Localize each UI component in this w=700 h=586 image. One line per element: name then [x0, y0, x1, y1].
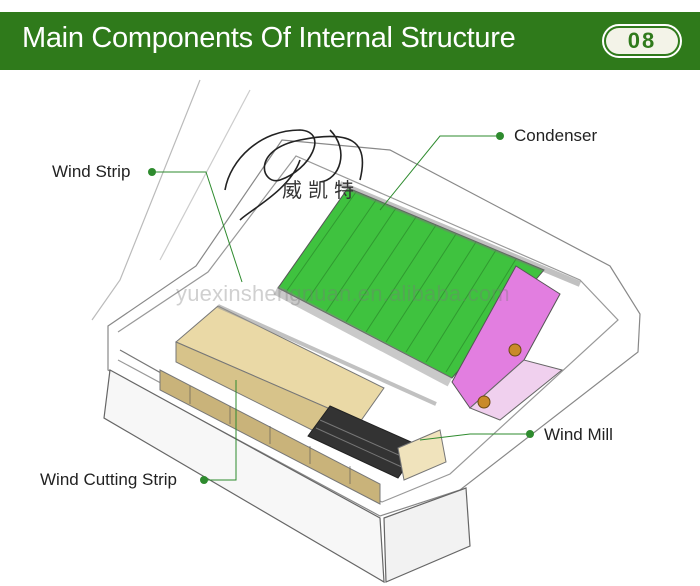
copper-fitting-top [508, 343, 522, 357]
section-number: 08 [606, 28, 678, 54]
wind-mill-fan [307, 405, 447, 481]
housing-outline [91, 79, 641, 584]
label-condenser: Condenser [514, 126, 598, 145]
watermark-text: yuexinshengnuan.en.alibaba.com [176, 281, 510, 306]
top-margin [0, 0, 700, 12]
condenser-coil [273, 181, 582, 387]
label-wind-cutting-strip: Wind Cutting Strip [40, 470, 177, 489]
structure-diagram [91, 79, 641, 584]
copper-fitting-bottom [477, 395, 491, 409]
wind-cutting-strip-grille [159, 369, 381, 505]
label-wind-mill: Wind Mill [544, 425, 613, 444]
page-title: Main Components Of Internal Structure [22, 22, 516, 54]
wind-strip-louver [175, 304, 437, 451]
brand-mark: 威凯特 [282, 178, 360, 202]
callout-lines [152, 135, 530, 481]
signature-scribble [224, 129, 364, 221]
callout-wind-cutting-line [204, 380, 237, 481]
callout-dots [148, 132, 534, 484]
header-bar: Main Components Of Internal Structure 08 [0, 12, 700, 70]
side-bracket [469, 359, 564, 421]
callout-condenser-line [379, 135, 500, 211]
callout-wind-mill-line [419, 433, 530, 441]
callout-wind-strip-line [152, 171, 243, 283]
section-badge: 08 [602, 24, 682, 58]
label-wind-strip: Wind Strip [52, 162, 131, 181]
